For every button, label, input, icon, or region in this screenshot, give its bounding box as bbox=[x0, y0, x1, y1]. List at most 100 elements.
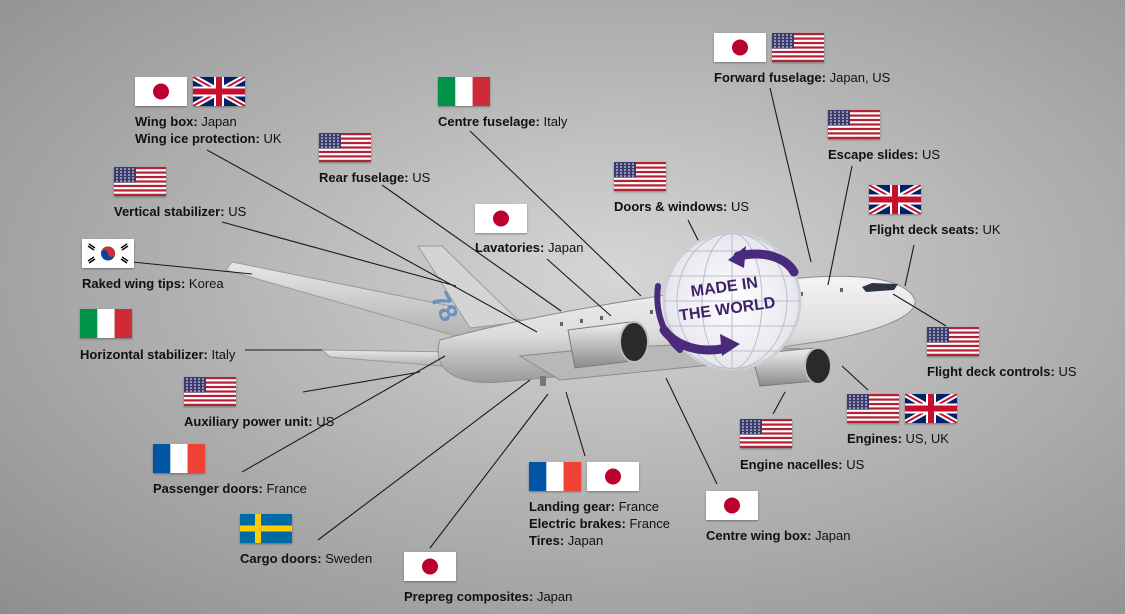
japan-flag-icon bbox=[475, 204, 527, 233]
auxiliary-power-unit-flags bbox=[184, 377, 236, 406]
centre-fuselage-label: Centre fuselage: Italy bbox=[438, 113, 567, 130]
supplier-country: Japan bbox=[567, 533, 604, 548]
label-line: Vertical stabilizer: US bbox=[114, 203, 246, 220]
supplier-country: Italy bbox=[543, 114, 568, 129]
supplier-country: UK bbox=[263, 131, 282, 146]
label-line: Tires: Japan bbox=[529, 532, 670, 549]
forward-fuselage-label: Forward fuselage: Japan, US bbox=[714, 69, 890, 86]
cockpit-windows bbox=[862, 283, 898, 292]
france-flag-icon bbox=[153, 444, 205, 473]
part-name: Centre fuselage: bbox=[438, 114, 540, 129]
sweden-flag-icon bbox=[240, 514, 292, 543]
supplier-country: Sweden bbox=[325, 551, 373, 566]
part-name: Prepreg composites: bbox=[404, 589, 534, 604]
escape-slides-label: Escape slides: US bbox=[828, 146, 940, 163]
supplier-country: UK bbox=[982, 222, 1001, 237]
supplier-country: Japan bbox=[815, 528, 851, 543]
label-line: Centre wing box: Japan bbox=[706, 527, 851, 544]
part-name: Auxiliary power unit: bbox=[184, 414, 313, 429]
horizontal-stabilizer-flags bbox=[80, 309, 132, 338]
auxiliary-power-unit-label: Auxiliary power unit: US bbox=[184, 413, 334, 430]
lavatories-flags bbox=[475, 204, 527, 233]
horizontal-stabilizer-label: Horizontal stabilizer: Italy bbox=[80, 346, 235, 363]
passenger-doors-label: Passenger doors: France bbox=[153, 480, 307, 497]
passenger-doors-flags bbox=[153, 444, 205, 473]
flight-deck-seats-label: Flight deck seats: UK bbox=[869, 221, 1001, 238]
engines-label: Engines: US, UK bbox=[847, 430, 949, 447]
us-flag-icon bbox=[184, 377, 236, 406]
window-row bbox=[560, 288, 843, 326]
label-line: Lavatories: Japan bbox=[475, 239, 583, 256]
raked-wing-tips-flags bbox=[82, 239, 134, 268]
supplier-country: Japan, US bbox=[829, 70, 891, 85]
supplier-country: France bbox=[266, 481, 307, 496]
wing-box-flags bbox=[135, 77, 245, 106]
part-name: Engines: bbox=[847, 431, 902, 446]
supplier-country: Korea bbox=[188, 276, 224, 291]
cargo-doors-label: Cargo doors: Sweden bbox=[240, 550, 372, 567]
japan-flag-icon bbox=[404, 552, 456, 581]
label-line: Auxiliary power unit: US bbox=[184, 413, 334, 430]
part-name: Flight deck seats: bbox=[869, 222, 979, 237]
cargo-doors-flags bbox=[240, 514, 292, 543]
left-engine bbox=[567, 321, 649, 369]
centre-fuselage-flags bbox=[438, 77, 490, 106]
label-line: Forward fuselage: Japan, US bbox=[714, 69, 890, 86]
forward-fuselage-flags bbox=[714, 33, 824, 62]
part-name: Vertical stabilizer: bbox=[114, 204, 225, 219]
label-line: Passenger doors: France bbox=[153, 480, 307, 497]
label-line: Engine nacelles: US bbox=[740, 456, 864, 473]
supplier-country: US bbox=[316, 414, 335, 429]
label-line: Landing gear: France bbox=[529, 498, 670, 515]
korea-flag-icon bbox=[82, 239, 134, 268]
part-name: Wing box: bbox=[135, 114, 198, 129]
japan-flag-icon bbox=[135, 77, 187, 106]
lavatories-label: Lavatories: Japan bbox=[475, 239, 583, 256]
escape-slides-flags bbox=[828, 110, 880, 139]
label-line: Rear fuselage: US bbox=[319, 169, 430, 186]
label-line: Prepreg composites: Japan bbox=[404, 588, 572, 605]
uk-flag-icon bbox=[193, 77, 245, 106]
part-name: Raked wing tips: bbox=[82, 276, 186, 291]
prepreg-composites-flags bbox=[404, 552, 456, 581]
italy-flag-icon bbox=[438, 77, 490, 106]
uk-flag-icon bbox=[905, 394, 957, 423]
leader-lines bbox=[131, 87, 947, 549]
made-in-the-world-seal: MADE IN THE WORLD bbox=[654, 231, 802, 371]
part-name: Tires: bbox=[529, 533, 565, 548]
us-flag-icon bbox=[319, 133, 371, 162]
label-line: Horizontal stabilizer: Italy bbox=[80, 346, 235, 363]
label-line: Cargo doors: Sweden bbox=[240, 550, 372, 567]
part-name: Forward fuselage: bbox=[714, 70, 826, 85]
label-line: Flight deck seats: UK bbox=[869, 221, 1001, 238]
label-line: Wing box: Japan bbox=[135, 113, 282, 130]
raked-wing-tips-label: Raked wing tips: Korea bbox=[82, 275, 224, 292]
supplier-country: US bbox=[228, 204, 247, 219]
supplier-country: US bbox=[1058, 364, 1077, 379]
japan-flag-icon bbox=[714, 33, 766, 62]
us-flag-icon bbox=[772, 33, 824, 62]
rear-fuselage-label: Rear fuselage: US bbox=[319, 169, 430, 186]
supplier-country: Japan bbox=[548, 240, 584, 255]
rear-fuselage-flags bbox=[319, 133, 371, 162]
part-name: Rear fuselage: bbox=[319, 170, 409, 185]
supplier-country: US bbox=[846, 457, 865, 472]
supplier-country: US, UK bbox=[905, 431, 949, 446]
part-name: Landing gear: bbox=[529, 499, 615, 514]
prepreg-composites-label: Prepreg composites: Japan bbox=[404, 588, 572, 605]
part-name: Flight deck controls: bbox=[927, 364, 1055, 379]
part-name: Electric brakes: bbox=[529, 516, 626, 531]
label-line: Flight deck controls: US bbox=[927, 363, 1077, 380]
supplier-country: France bbox=[629, 516, 670, 531]
label-line: Centre fuselage: Italy bbox=[438, 113, 567, 130]
engine-nacelles-label: Engine nacelles: US bbox=[740, 456, 864, 473]
us-flag-icon bbox=[847, 394, 899, 423]
part-name: Lavatories: bbox=[475, 240, 545, 255]
part-name: Wing ice protection: bbox=[135, 131, 260, 146]
us-flag-icon bbox=[740, 419, 792, 448]
part-name: Escape slides: bbox=[828, 147, 919, 162]
landing-gear-flags bbox=[529, 462, 639, 491]
engine-nacelles-flags bbox=[740, 419, 792, 448]
